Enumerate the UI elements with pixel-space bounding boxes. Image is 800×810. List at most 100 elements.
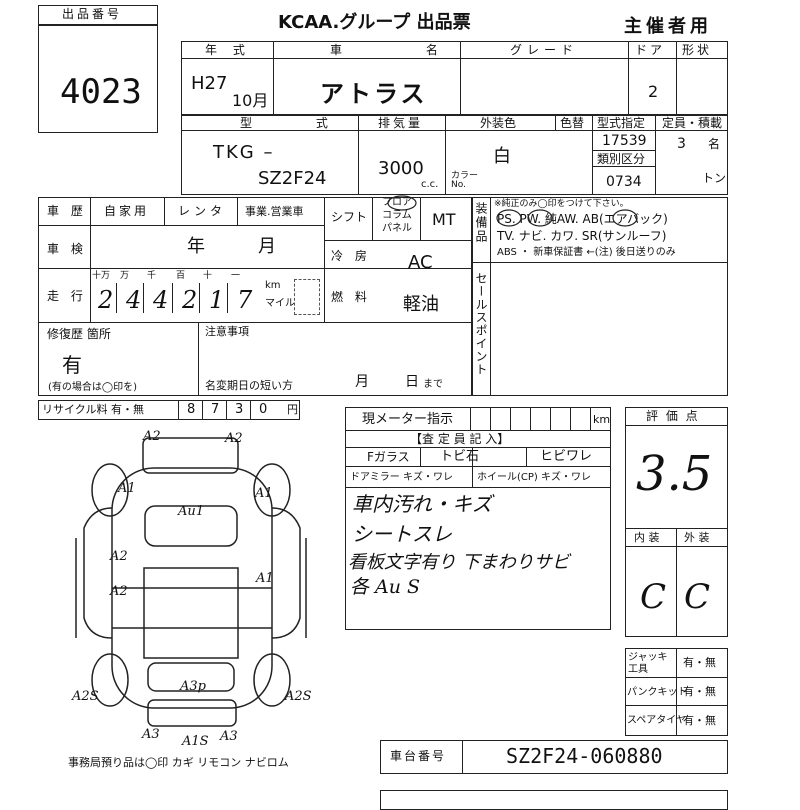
km-label: km bbox=[265, 280, 281, 291]
year-header: 年 式 bbox=[205, 43, 251, 57]
jack-yn: 有・無 bbox=[683, 656, 716, 669]
mileage-digit-0: 2 bbox=[98, 286, 114, 314]
recycle-digit-1: 7 bbox=[211, 402, 220, 417]
damage-mark-2: A1 bbox=[118, 481, 136, 496]
wheel-label: ホイール(CP) キズ・ワレ bbox=[477, 472, 591, 483]
spare-tire-label: スペアタイヤ bbox=[627, 715, 686, 726]
grade-header: グレード bbox=[510, 43, 579, 57]
color-number-label: カラー No. bbox=[451, 171, 479, 190]
form-title: KCAA.グループ 出品票 bbox=[278, 12, 471, 33]
shift-value: MT bbox=[432, 210, 456, 229]
interior-header: 内 装 bbox=[634, 531, 660, 544]
door-header: ドア bbox=[635, 43, 666, 57]
chassis-label: 車台番号 bbox=[390, 749, 447, 763]
repair-hint: (有の場合は◯印を) bbox=[48, 382, 137, 393]
meter-unit: km bbox=[593, 413, 611, 426]
inspection-year: 年 bbox=[187, 236, 205, 257]
mileage-unit-5: 一 bbox=[231, 271, 241, 281]
damage-mark-5: A2 bbox=[110, 549, 128, 564]
sales-point-label: セールスポイント bbox=[474, 272, 488, 376]
diagram-footer: 事務局預り品は◯印 カギ リモコン ナビロム bbox=[68, 756, 289, 769]
equipment-line-1: PS. PW. 純AW. AB(エアバック) bbox=[497, 212, 668, 226]
damage-mark-6: A1 bbox=[256, 571, 274, 586]
capacity-header: 定員・積載 bbox=[662, 116, 723, 130]
recycle-yen: 円 bbox=[287, 403, 298, 416]
shift-panel: パネル bbox=[382, 223, 412, 234]
inspector-note-1: 車内汚れ・キズ bbox=[352, 492, 492, 516]
displacement: 3000 bbox=[378, 158, 424, 179]
cooling-label: 冷 房 bbox=[331, 249, 371, 263]
displacement-header: 排気量 bbox=[378, 116, 424, 130]
inspection-label: 車 検 bbox=[47, 242, 87, 256]
mile-label: マイル bbox=[265, 298, 295, 309]
cc-unit: c.c. bbox=[421, 179, 439, 190]
mileage-unit-4: 十 bbox=[203, 271, 213, 281]
lot-label: 出品番号 bbox=[62, 7, 123, 21]
recycle-digit-2: 3 bbox=[235, 402, 244, 417]
notes-label: 注意事項 bbox=[205, 325, 249, 338]
mileage-label: 走 行 bbox=[47, 289, 87, 303]
jack-label: ジャッキ工具 bbox=[628, 652, 668, 675]
equipment-line-2: TV. ナビ. カワ. SR(サンルーフ) bbox=[497, 229, 667, 243]
car-name: アトラス bbox=[320, 80, 428, 108]
recycle-digit-0: 8 bbox=[187, 402, 196, 417]
chassis-number: SZ2F24-060880 bbox=[506, 744, 663, 768]
meter-label: 現メーター指示 bbox=[362, 412, 454, 427]
type-no-header: 型式指定 bbox=[597, 116, 646, 130]
shift-label: シフト bbox=[331, 210, 368, 224]
damage-mark-10: A2S bbox=[285, 689, 312, 704]
exterior-grade: C bbox=[684, 577, 711, 617]
damage-mark-12: A1S bbox=[182, 734, 209, 749]
exterior-color: 白 bbox=[493, 146, 511, 167]
inspector-note-4: 各 Au S bbox=[350, 576, 421, 598]
fuel-value: 軽油 bbox=[403, 294, 439, 315]
mileage-digit-4: 1 bbox=[209, 286, 225, 314]
mileage-digit-1: 4 bbox=[126, 286, 142, 314]
exterior-header: 外 装 bbox=[684, 531, 710, 544]
mileage-digit-3: 2 bbox=[182, 286, 198, 314]
score-value: 3.5 bbox=[636, 446, 713, 502]
crack-label: ヒビワレ bbox=[540, 449, 593, 464]
inspector-note-2: シートスレ bbox=[352, 522, 452, 546]
damage-mark-13: A3 bbox=[220, 729, 238, 744]
model-header: 型 式 bbox=[240, 116, 358, 130]
deadline-month: 月 bbox=[355, 374, 369, 390]
recycle-label: リサイクル料 有・無 bbox=[42, 403, 144, 416]
history-business: 事業.営業車 bbox=[245, 205, 304, 218]
mileage-digit-2: 4 bbox=[153, 286, 169, 314]
capacity-unit: 名 bbox=[708, 137, 721, 151]
spare-yn: 有・無 bbox=[683, 714, 716, 727]
recycle-digit-3: 0 bbox=[259, 402, 268, 417]
history-private: 自家用 bbox=[104, 204, 150, 218]
chip-label: トビ石 bbox=[440, 449, 480, 464]
mileage-unit-1: 万 bbox=[120, 271, 130, 281]
inspector-note-3: 看板文字有り 下まわりサビ bbox=[348, 552, 570, 573]
ton-unit: トン bbox=[702, 171, 727, 185]
mileage-digit-5: 7 bbox=[237, 286, 253, 314]
interior-grade: C bbox=[640, 577, 667, 617]
fuel-label: 燃 料 bbox=[331, 290, 371, 304]
damage-mark-8: A3p bbox=[180, 679, 206, 694]
equipment-note: ※純正のみ◯印をつけて下さい。 bbox=[494, 199, 629, 209]
color-header: 外装色 bbox=[480, 116, 517, 130]
cooling-value: AC bbox=[408, 252, 433, 273]
model-code: SZ2F24 bbox=[258, 168, 327, 189]
deadline-day: 日 bbox=[405, 374, 419, 390]
damage-mark-1: A2 bbox=[225, 431, 243, 446]
type-number: 17539 bbox=[602, 133, 647, 149]
mileage-unit-0: 十万 bbox=[92, 271, 111, 281]
lot-box bbox=[38, 5, 158, 133]
damage-mark-9: A2S bbox=[72, 689, 99, 704]
mirror-label: ドアミラー キズ・ワレ bbox=[350, 472, 453, 483]
year-era: H27 bbox=[191, 73, 228, 94]
score-label: 評 価 点 bbox=[646, 409, 700, 423]
damage-mark-4: Au1 bbox=[178, 504, 205, 519]
door-count: 2 bbox=[648, 82, 659, 101]
name-header: 車 名 bbox=[330, 43, 478, 57]
history-rental: レンタ bbox=[178, 204, 227, 218]
puncture-kit-label: パンクキット bbox=[627, 687, 688, 698]
color-change-header: 色替 bbox=[560, 116, 585, 130]
repair-label: 修復歴 箇所 bbox=[47, 327, 111, 341]
class-number: 0734 bbox=[606, 174, 642, 190]
damage-diagram bbox=[75, 437, 307, 727]
